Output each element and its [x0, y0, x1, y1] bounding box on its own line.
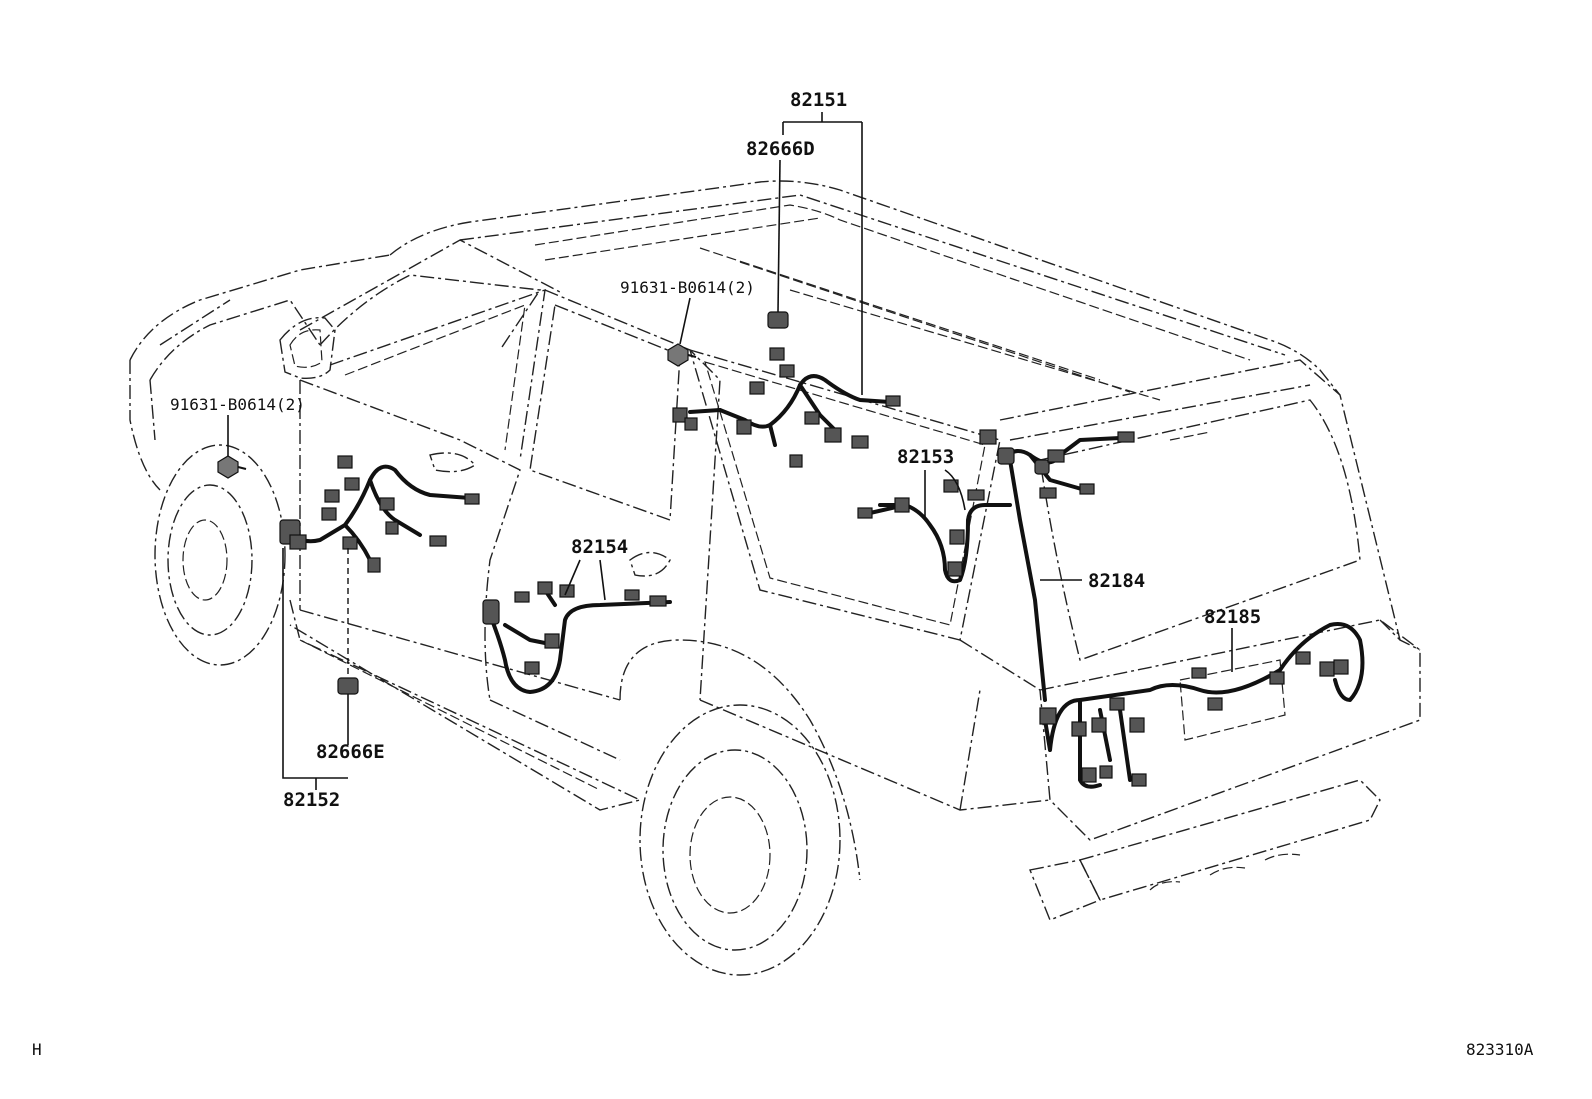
connector: [324, 489, 340, 503]
part-label-82666E: 82666E: [316, 741, 385, 763]
connector: [1269, 671, 1285, 685]
connector: [289, 534, 307, 550]
harness-82184: [979, 429, 1135, 702]
clip-82666E: [337, 677, 359, 695]
connector: [1117, 431, 1135, 443]
part-label-82184: 82184: [1088, 570, 1145, 592]
part-label-82153: 82153: [897, 446, 954, 468]
connector: [514, 591, 530, 603]
part-label-91631-top: 91631-B0614(2): [620, 278, 755, 297]
connector: [769, 347, 785, 361]
connector: [804, 411, 820, 425]
connector: [894, 497, 910, 513]
leader-lines: [227, 112, 1233, 790]
connector: [779, 364, 795, 378]
connector: [885, 395, 901, 407]
connector: [1039, 487, 1057, 499]
connector: [1039, 707, 1057, 725]
connector: [1333, 659, 1349, 675]
connector: [672, 407, 688, 423]
connector: [979, 429, 997, 445]
connector: [949, 529, 965, 545]
harness-82151: [672, 311, 901, 468]
connector: [464, 493, 480, 505]
connector: [1131, 773, 1147, 787]
connector: [1191, 667, 1207, 679]
connector: [824, 427, 842, 443]
connector: [997, 447, 1015, 465]
connector: [1081, 767, 1097, 783]
harness-82152: [279, 455, 480, 573]
connector: [1034, 459, 1050, 475]
harness-82185: [1039, 622, 1365, 789]
connector: [749, 381, 765, 395]
connector: [367, 557, 381, 573]
connector: [385, 521, 399, 535]
connector: [947, 561, 963, 577]
part-label-91631-left: 91631-B0614(2): [170, 395, 305, 414]
part-label-82154: 82154: [571, 536, 628, 558]
bolt-icon-top: [667, 343, 697, 367]
connector: [537, 581, 553, 595]
connector: [1047, 449, 1065, 463]
connector: [967, 489, 985, 501]
connector: [337, 455, 353, 469]
connector: [482, 599, 500, 625]
connector: [321, 507, 337, 521]
harness-82153: [857, 479, 1012, 584]
harness-82154: [482, 581, 672, 694]
connector: [649, 595, 667, 607]
bolt-icon-left: [217, 455, 247, 479]
connector: [789, 454, 803, 468]
connector: [1079, 483, 1095, 495]
connector: [624, 589, 640, 601]
part-label-82666D: 82666D: [746, 138, 815, 160]
connector: [1295, 651, 1311, 665]
connector: [1071, 721, 1087, 737]
connector: [342, 536, 358, 550]
part-label-82185: 82185: [1204, 606, 1261, 628]
connector: [544, 633, 560, 649]
connector: [524, 661, 540, 675]
connector: [736, 419, 752, 435]
connector: [1207, 697, 1223, 711]
connector: [684, 417, 698, 431]
part-label-82151: 82151: [790, 89, 847, 111]
clip-82666D: [767, 311, 789, 329]
footer-right-code: 823310A: [1466, 1040, 1534, 1059]
vehicle-body-outline: [129, 180, 1421, 976]
connector: [851, 435, 869, 449]
part-label-82152: 82152: [283, 789, 340, 811]
part-labels: 82151 82666D 91631-B0614(2) 91631-B0614(…: [170, 89, 1261, 811]
connector: [1129, 717, 1145, 733]
connector: [379, 497, 395, 511]
connector: [857, 507, 873, 519]
connector: [1319, 661, 1335, 677]
connector: [344, 477, 360, 491]
connector: [429, 535, 447, 547]
connector: [1109, 697, 1125, 711]
connector: [1099, 765, 1113, 779]
footer-left-code: H: [32, 1040, 42, 1059]
connector: [1091, 717, 1107, 733]
